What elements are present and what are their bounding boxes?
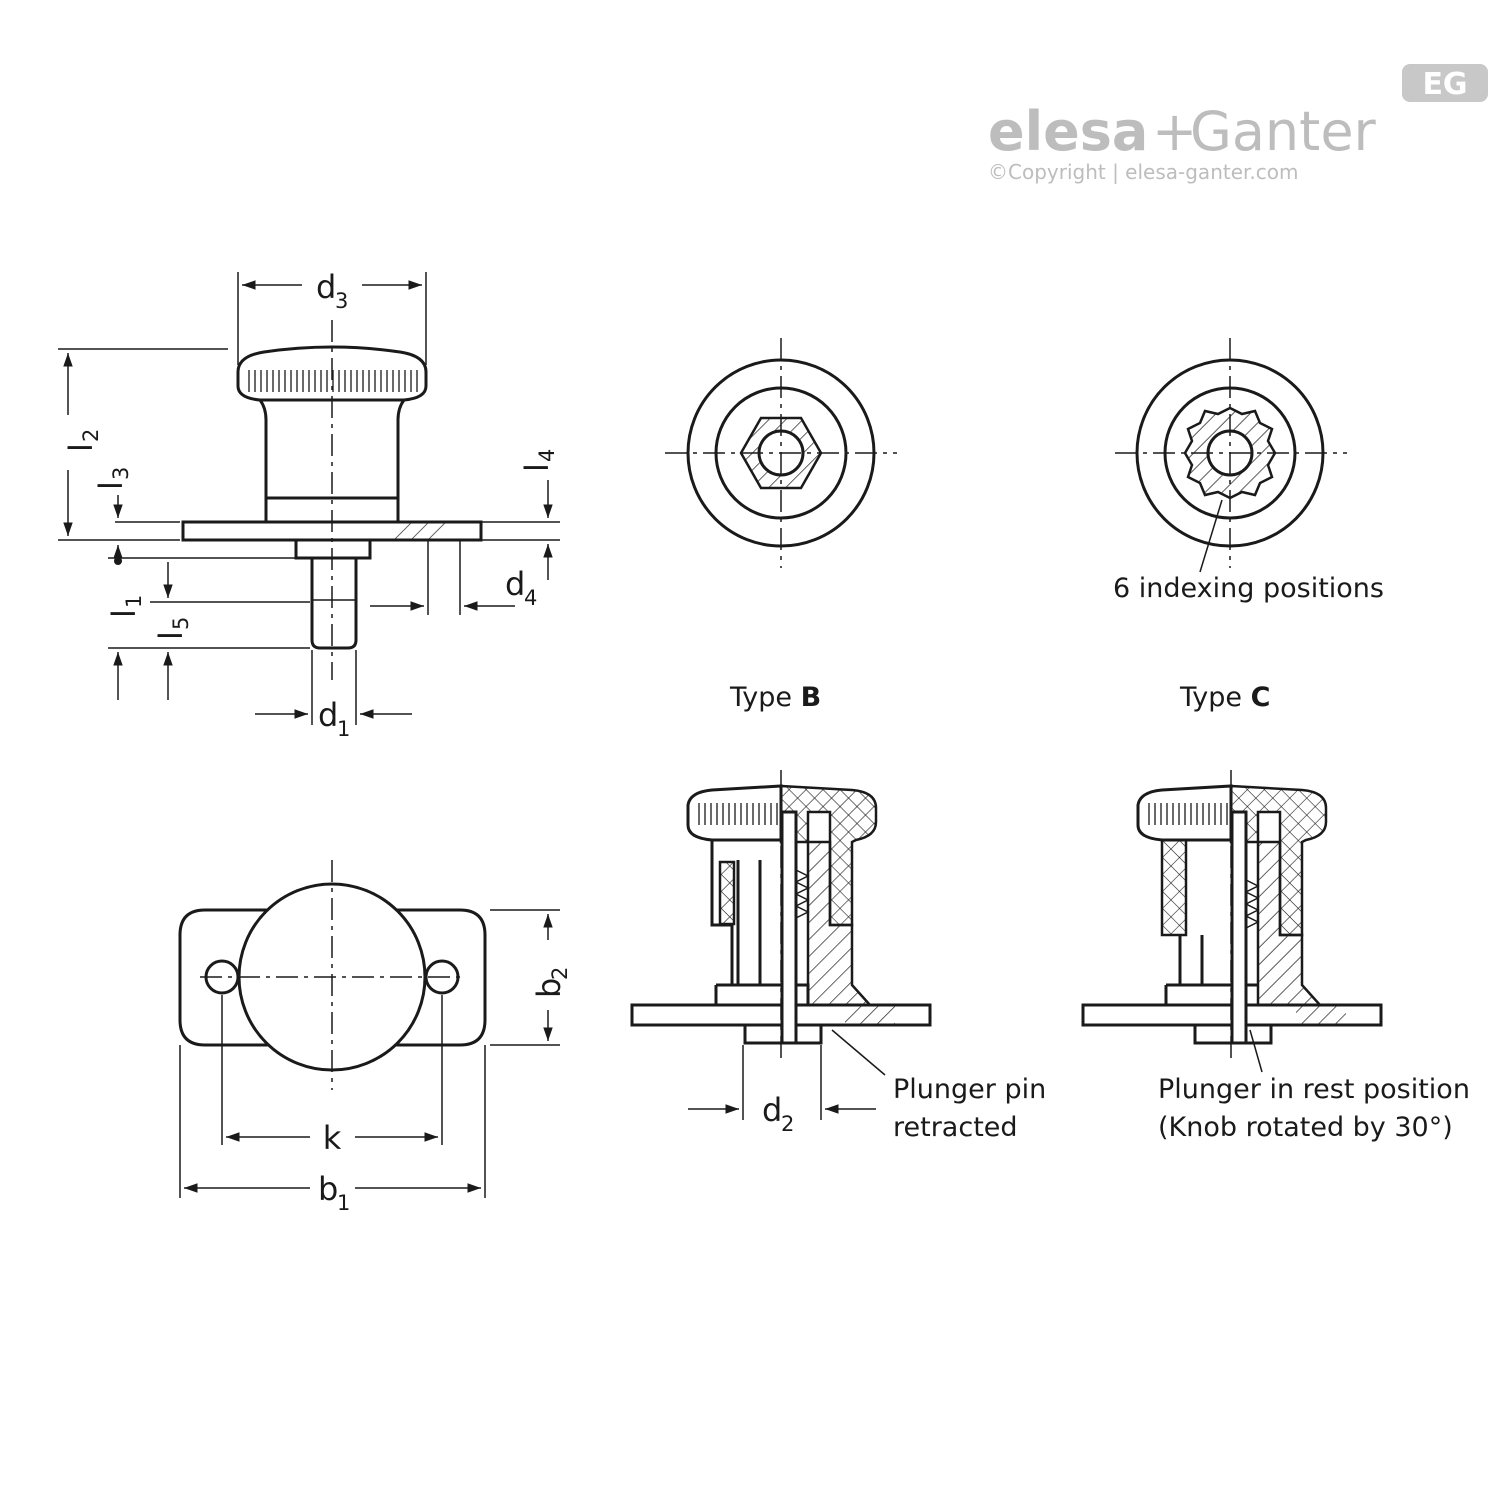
type-c-body-section bbox=[1256, 840, 1323, 1007]
l3-label-sub: 3 bbox=[109, 467, 133, 480]
brand-badge bbox=[1402, 64, 1488, 102]
brand-name-part1: elesa bbox=[988, 100, 1148, 163]
b1-label: b bbox=[318, 1170, 338, 1208]
top-view: b 2 k b 1 bbox=[178, 860, 572, 1215]
l1-label: l bbox=[105, 609, 143, 618]
flange-plate-outline bbox=[178, 908, 487, 1047]
l5-label: l bbox=[152, 631, 190, 640]
indexing-leader-line bbox=[1199, 499, 1223, 573]
type-c-plunger-pin bbox=[1230, 810, 1248, 1045]
rest-position-leader bbox=[1249, 1029, 1263, 1073]
bottom-boss bbox=[294, 538, 372, 560]
type-c-flange-hatch bbox=[1296, 1005, 1346, 1025]
rest-position-note-line1: Plunger in rest position bbox=[1158, 1074, 1470, 1105]
b2-label-sub: 2 bbox=[548, 967, 572, 980]
pin-retracted-note-line2: retracted bbox=[893, 1112, 1018, 1143]
d4-label-sub: 4 bbox=[524, 586, 537, 610]
brand-logo: EG elesa + Ganter ©Copyright | elesa-gan… bbox=[988, 64, 1488, 184]
l2-label: l bbox=[62, 443, 100, 452]
knob-neck bbox=[258, 399, 406, 500]
type-c-section-view: Plunger in rest position (Knob rotated b… bbox=[1081, 770, 1470, 1143]
d1-label: d bbox=[318, 696, 338, 734]
l4-label-sub: 4 bbox=[535, 449, 559, 462]
type-c-end-view: 6 indexing positions bbox=[1113, 338, 1384, 604]
d1-label-sub: 1 bbox=[337, 717, 350, 741]
side-view: d 3 l 2 l 3 l 4 d 4 l 1 bbox=[58, 268, 560, 741]
d3-label: d bbox=[316, 268, 336, 306]
d2-label: d bbox=[762, 1091, 782, 1129]
knob-knurling bbox=[244, 370, 420, 392]
l4-label: l bbox=[518, 463, 556, 472]
brand-plus: + bbox=[1152, 100, 1197, 163]
l5-label-sub: 5 bbox=[169, 617, 193, 630]
brand-badge-text: EG bbox=[1422, 67, 1467, 102]
b2-label: b bbox=[530, 978, 568, 998]
b1-label-sub: 1 bbox=[337, 1191, 350, 1215]
k-label: k bbox=[323, 1119, 342, 1157]
type-b-flange-hatch bbox=[845, 1005, 895, 1025]
indexing-positions-note: 6 indexing positions bbox=[1113, 573, 1384, 604]
l3-label: l bbox=[92, 481, 130, 490]
type-b-knob-knurl bbox=[694, 803, 781, 825]
brand-copyright: ©Copyright | elesa-ganter.com bbox=[988, 160, 1298, 184]
brand-name-part2: Ganter bbox=[1190, 100, 1377, 163]
l2-label-sub: 2 bbox=[79, 429, 103, 442]
rest-position-note-line2: (Knob rotated by 30°) bbox=[1158, 1112, 1453, 1143]
l1-label-sub: 1 bbox=[122, 595, 146, 608]
d3-label-sub: 3 bbox=[335, 289, 348, 313]
pin-retracted-leader bbox=[831, 1029, 886, 1076]
type-b-sleeve-left-hatch bbox=[718, 860, 736, 926]
type-c-knob-knurl bbox=[1144, 803, 1231, 825]
type-b-end-view bbox=[665, 338, 897, 568]
type-b-spring bbox=[794, 869, 810, 919]
type-c-spring bbox=[1244, 879, 1260, 929]
type-c-inner-body bbox=[1164, 935, 1258, 1005]
type-c-label: Type C bbox=[1179, 682, 1270, 713]
d4-label: d bbox=[505, 565, 525, 603]
knob-outline bbox=[236, 345, 428, 402]
d2-label-sub: 2 bbox=[781, 1112, 794, 1136]
pin-retracted-note-line1: Plunger pin bbox=[893, 1074, 1046, 1105]
type-b-section-view: d 2 Plunger pin retracted bbox=[630, 770, 1046, 1143]
type-b-plunger-pin bbox=[780, 810, 798, 1045]
l1-dot bbox=[114, 557, 122, 565]
type-b-body-section bbox=[806, 840, 873, 1007]
plunger-pin bbox=[310, 558, 358, 650]
flange-hatch bbox=[395, 522, 445, 540]
type-c-sleeve-left bbox=[1160, 838, 1188, 937]
type-b-label: Type B bbox=[729, 682, 821, 713]
